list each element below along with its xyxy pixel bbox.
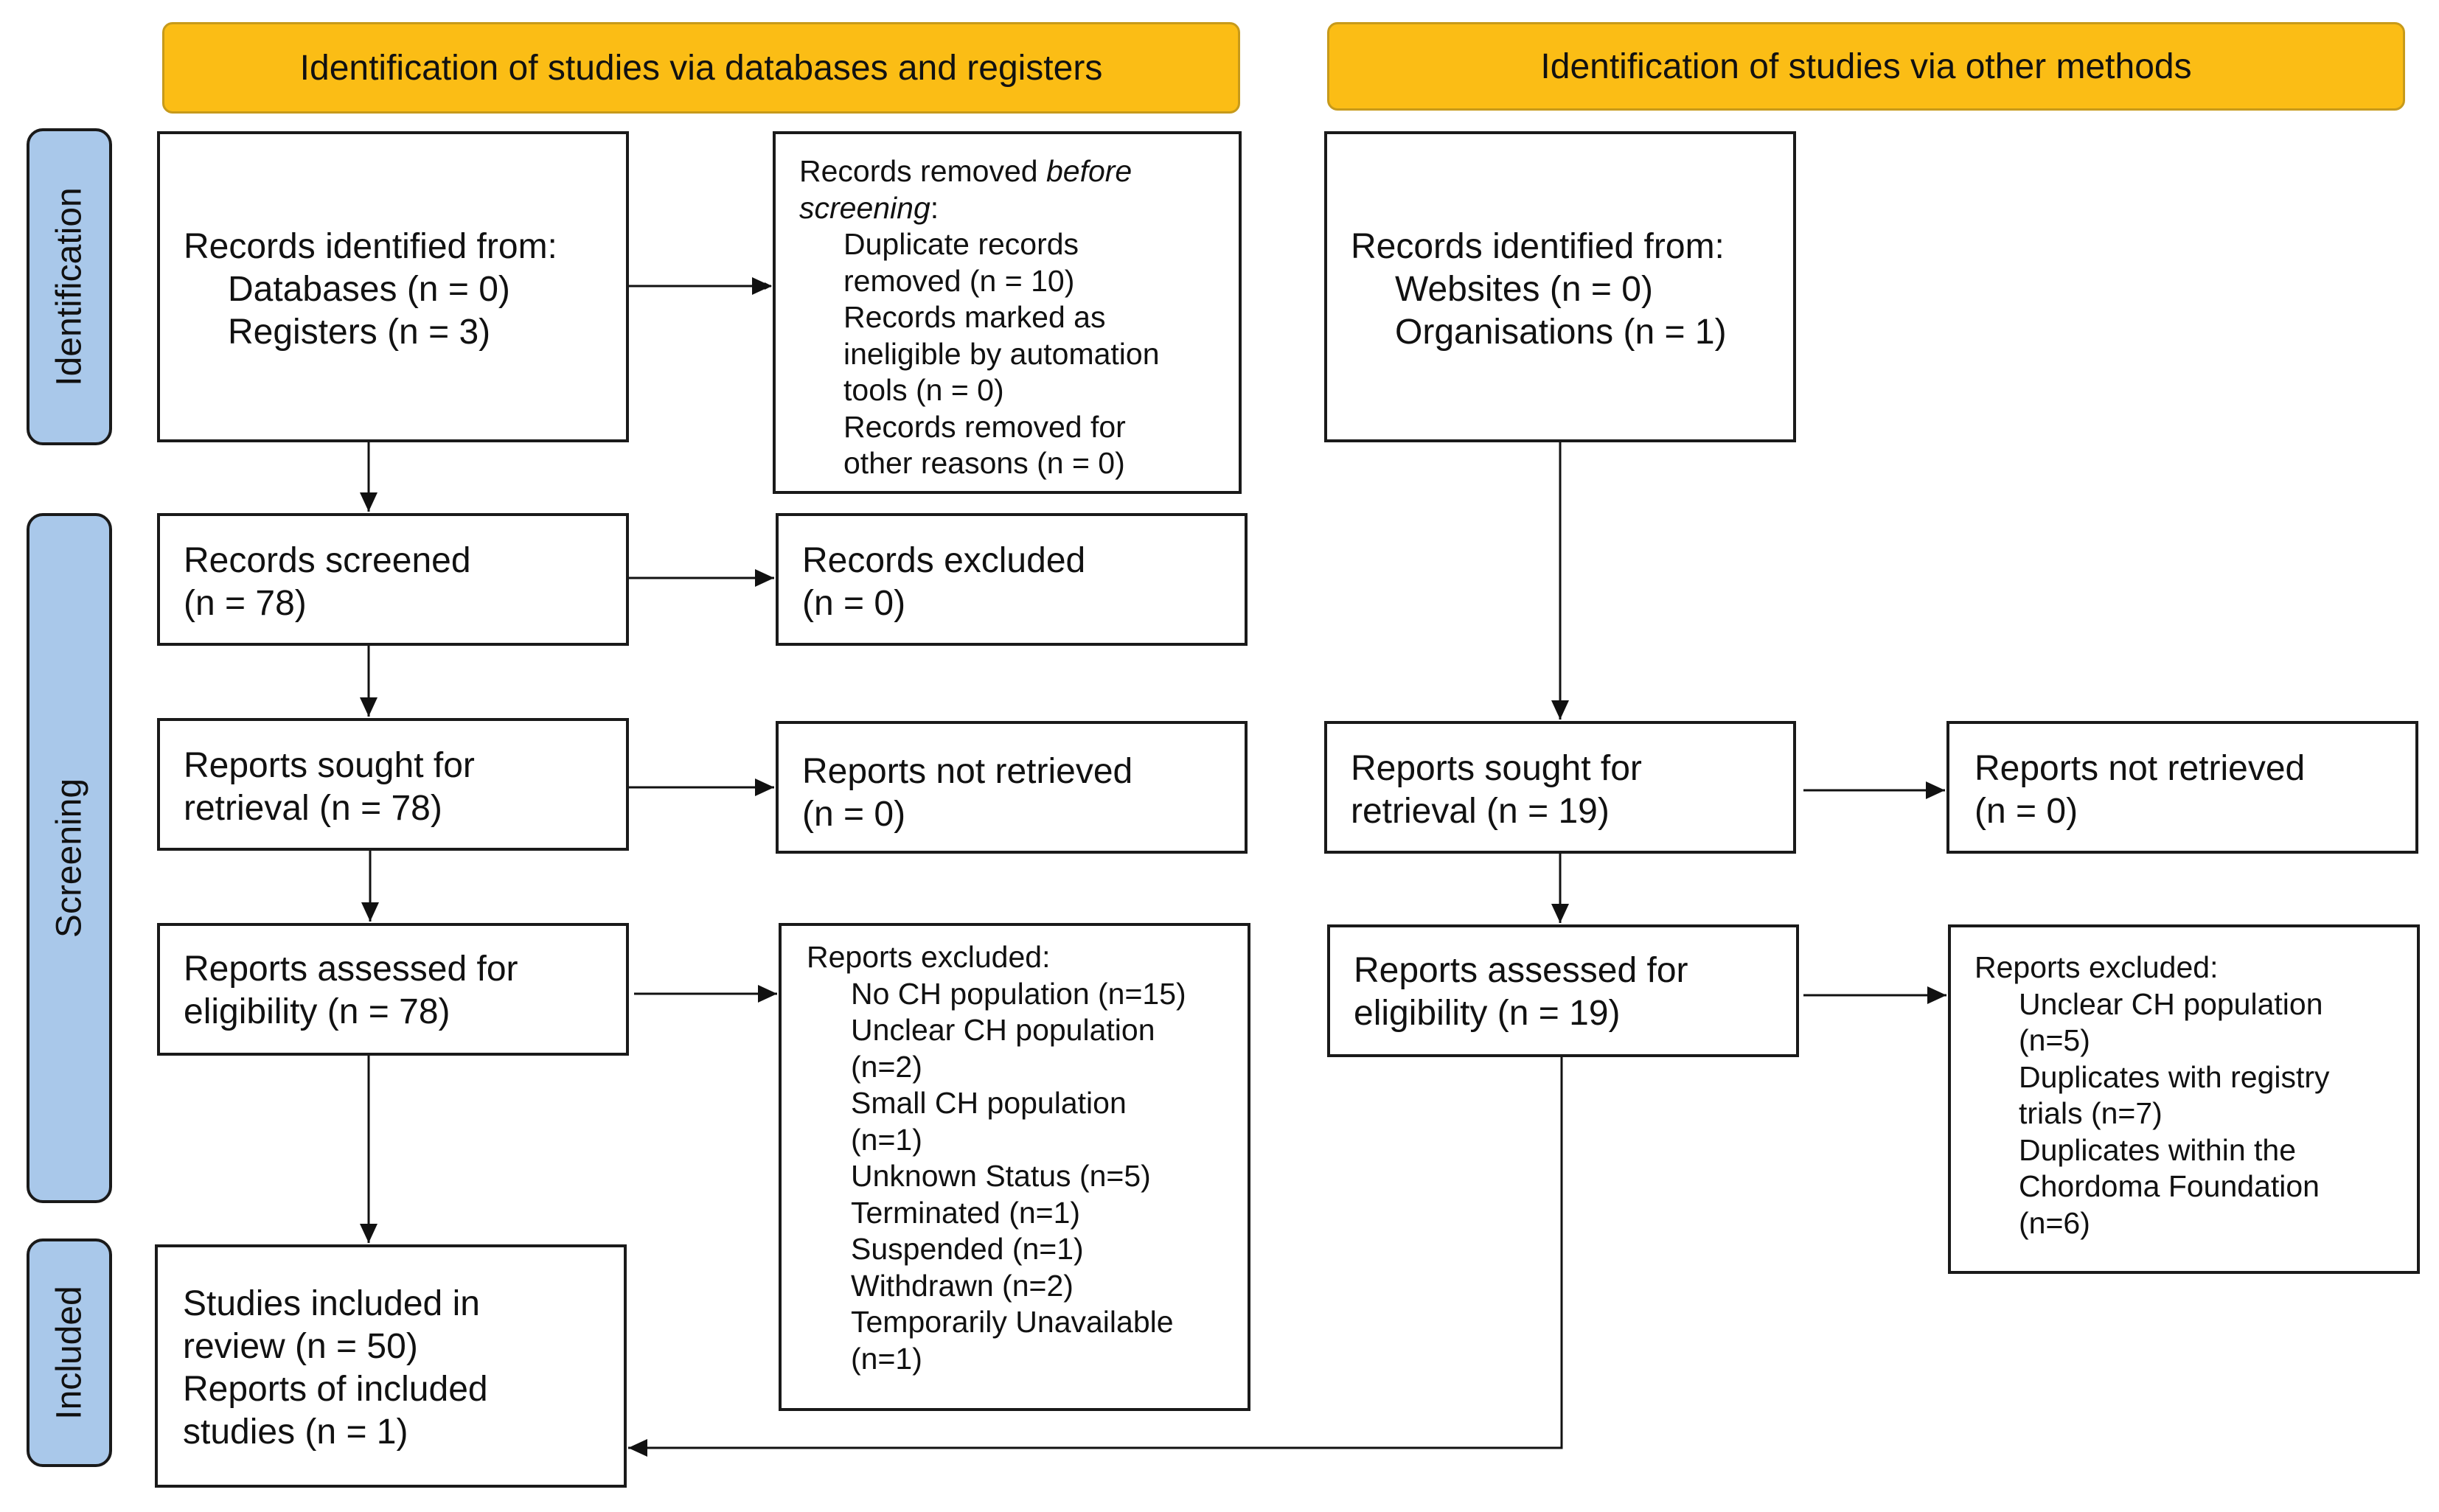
reports-excluded-title-right: Reports excluded: xyxy=(1974,950,2219,984)
excluded-item: Terminated (n=1) xyxy=(851,1195,1081,1230)
removed-item-5: tools (n = 0) xyxy=(843,373,1004,407)
records-identified-other-title: Records identified from: xyxy=(1351,227,1725,266)
reports-assessed-box-right: Reports assessed for eligibility (n = 19… xyxy=(1327,924,1799,1057)
websites-count: Websites (n = 0) xyxy=(1395,270,1653,309)
reports-sought-label-right: Reports sought for xyxy=(1351,749,1642,788)
arrow-right-to-included xyxy=(628,1057,1563,1449)
excluded-item: (n=1) xyxy=(851,1341,922,1376)
organisations-count: Organisations (n = 1) xyxy=(1395,313,1727,352)
registers-count: Registers (n = 3) xyxy=(228,313,491,352)
excluded-item: trials (n=7) xyxy=(2019,1096,2163,1130)
reports-sought-count-right: retrieval (n = 19) xyxy=(1351,792,1610,831)
excluded-item: (n=5) xyxy=(2019,1023,2090,1057)
records-screened-label: Records screened xyxy=(184,541,471,580)
reports-sought-box-left: Reports sought for retrieval (n = 78) xyxy=(157,718,629,851)
excluded-item: Duplicates within the xyxy=(2019,1132,2297,1167)
header-other-methods: Identification of studies via other meth… xyxy=(1327,22,2405,111)
arrowhead xyxy=(755,778,774,796)
studies-included-line-1: Studies included in xyxy=(183,1284,480,1323)
studies-included-box: Studies included in review (n = 50) Repo… xyxy=(155,1244,627,1488)
studies-included-line-3: Reports of included xyxy=(183,1370,488,1409)
reports-assessed-count-right: eligibility (n = 19) xyxy=(1354,994,1621,1033)
arrowhead xyxy=(628,1439,647,1457)
excluded-item: Duplicates with registry xyxy=(2019,1059,2330,1094)
reports-excluded-title-left: Reports excluded: xyxy=(807,940,1051,974)
records-excluded-label: Records excluded xyxy=(802,541,1086,580)
records-identified-title: Records identified from: xyxy=(184,227,557,266)
reports-assessed-box-left: Reports assessed for eligibility (n = 78… xyxy=(157,923,629,1056)
records-screened-box: Records screened (n = 78) xyxy=(157,513,629,646)
excluded-item: Unknown Status (n=5) xyxy=(851,1159,1151,1193)
excluded-item: No CH population (n=15) xyxy=(851,976,1186,1011)
records-removed-box: Records removed before screening: Duplic… xyxy=(773,131,1242,494)
excluded-item: Suspended (n=1) xyxy=(851,1232,1084,1266)
arrowhead xyxy=(752,277,771,295)
reports-assessed-count-left: eligibility (n = 78) xyxy=(184,992,450,1031)
excluded-item: Temporarily Unavailable xyxy=(851,1305,1174,1339)
arrowhead xyxy=(1551,700,1569,720)
reports-assessed-label-right: Reports assessed for xyxy=(1354,951,1688,990)
reports-not-retrieved-box-right: Reports not retrieved (n = 0) xyxy=(1946,721,2418,854)
screening-text: screening xyxy=(799,190,930,225)
records-screened-count: (n = 78) xyxy=(184,584,307,623)
excluded-item: Withdrawn (n=2) xyxy=(851,1268,1074,1303)
excluded-item: Chordoma Foundation xyxy=(2019,1169,2320,1203)
reports-not-retrieved-label-right: Reports not retrieved xyxy=(1974,749,2306,788)
removed-item-2: removed (n = 10) xyxy=(843,263,1075,298)
arrowhead xyxy=(1926,781,1945,799)
arrowhead xyxy=(1551,904,1569,923)
studies-included-line-4: studies (n = 1) xyxy=(183,1412,408,1452)
arrowhead xyxy=(360,492,377,512)
header-databases-registers: Identification of studies via databases … xyxy=(162,22,1240,114)
reports-excluded-box-right: Reports excluded: Unclear CH population … xyxy=(1948,924,2420,1274)
arrowhead xyxy=(360,1224,377,1243)
excluded-item: (n=6) xyxy=(2019,1205,2090,1240)
colon-text: : xyxy=(930,190,939,225)
excluded-item: Small CH population xyxy=(851,1086,1127,1120)
reports-assessed-label-left: Reports assessed for xyxy=(184,950,518,989)
studies-included-line-2: review (n = 50) xyxy=(183,1327,418,1366)
excluded-item: (n=2) xyxy=(851,1049,922,1084)
phase-screening: Screening xyxy=(27,513,112,1203)
removed-item-3: Records marked as xyxy=(843,300,1106,334)
records-excluded-box: Records excluded (n = 0) xyxy=(776,513,1248,646)
reports-not-retrieved-count-right: (n = 0) xyxy=(1974,792,2078,831)
removed-item-1: Duplicate records xyxy=(843,227,1079,261)
removed-item-4: ineligible by automation xyxy=(843,336,1160,371)
removed-item-7: other reasons (n = 0) xyxy=(843,446,1125,480)
phase-identification: Identification xyxy=(27,128,112,445)
reports-sought-label-left: Reports sought for xyxy=(184,746,475,785)
reports-not-retrieved-label-left: Reports not retrieved xyxy=(802,752,1133,791)
arrowhead xyxy=(758,985,777,1003)
records-removed-text: Records removed xyxy=(799,154,1046,188)
reports-sought-box-right: Reports sought for retrieval (n = 19) xyxy=(1324,721,1796,854)
reports-not-retrieved-box-left: Reports not retrieved (n = 0) xyxy=(776,721,1248,854)
reports-sought-count-left: retrieval (n = 78) xyxy=(184,789,442,828)
arrowhead xyxy=(361,902,379,922)
phase-included: Included xyxy=(27,1238,112,1467)
arrowhead xyxy=(360,697,377,717)
records-excluded-count: (n = 0) xyxy=(802,584,906,623)
excluded-item: Unclear CH population xyxy=(851,1013,1155,1047)
excluded-item: (n=1) xyxy=(851,1122,922,1157)
before-text: before xyxy=(1045,154,1132,188)
reports-excluded-box-left: Reports excluded: No CH population (n=15… xyxy=(779,923,1250,1411)
excluded-item: Unclear CH population xyxy=(2019,986,2323,1021)
records-identified-databases-box: Records identified from: Databases (n = … xyxy=(157,131,629,442)
reports-not-retrieved-count-left: (n = 0) xyxy=(802,795,906,834)
arrowhead xyxy=(755,569,774,587)
arrowhead xyxy=(1927,986,1946,1004)
records-identified-other-box: Records identified from: Websites (n = 0… xyxy=(1324,131,1796,442)
databases-count: Databases (n = 0) xyxy=(228,270,510,309)
removed-item-6: Records removed for xyxy=(843,409,1126,444)
